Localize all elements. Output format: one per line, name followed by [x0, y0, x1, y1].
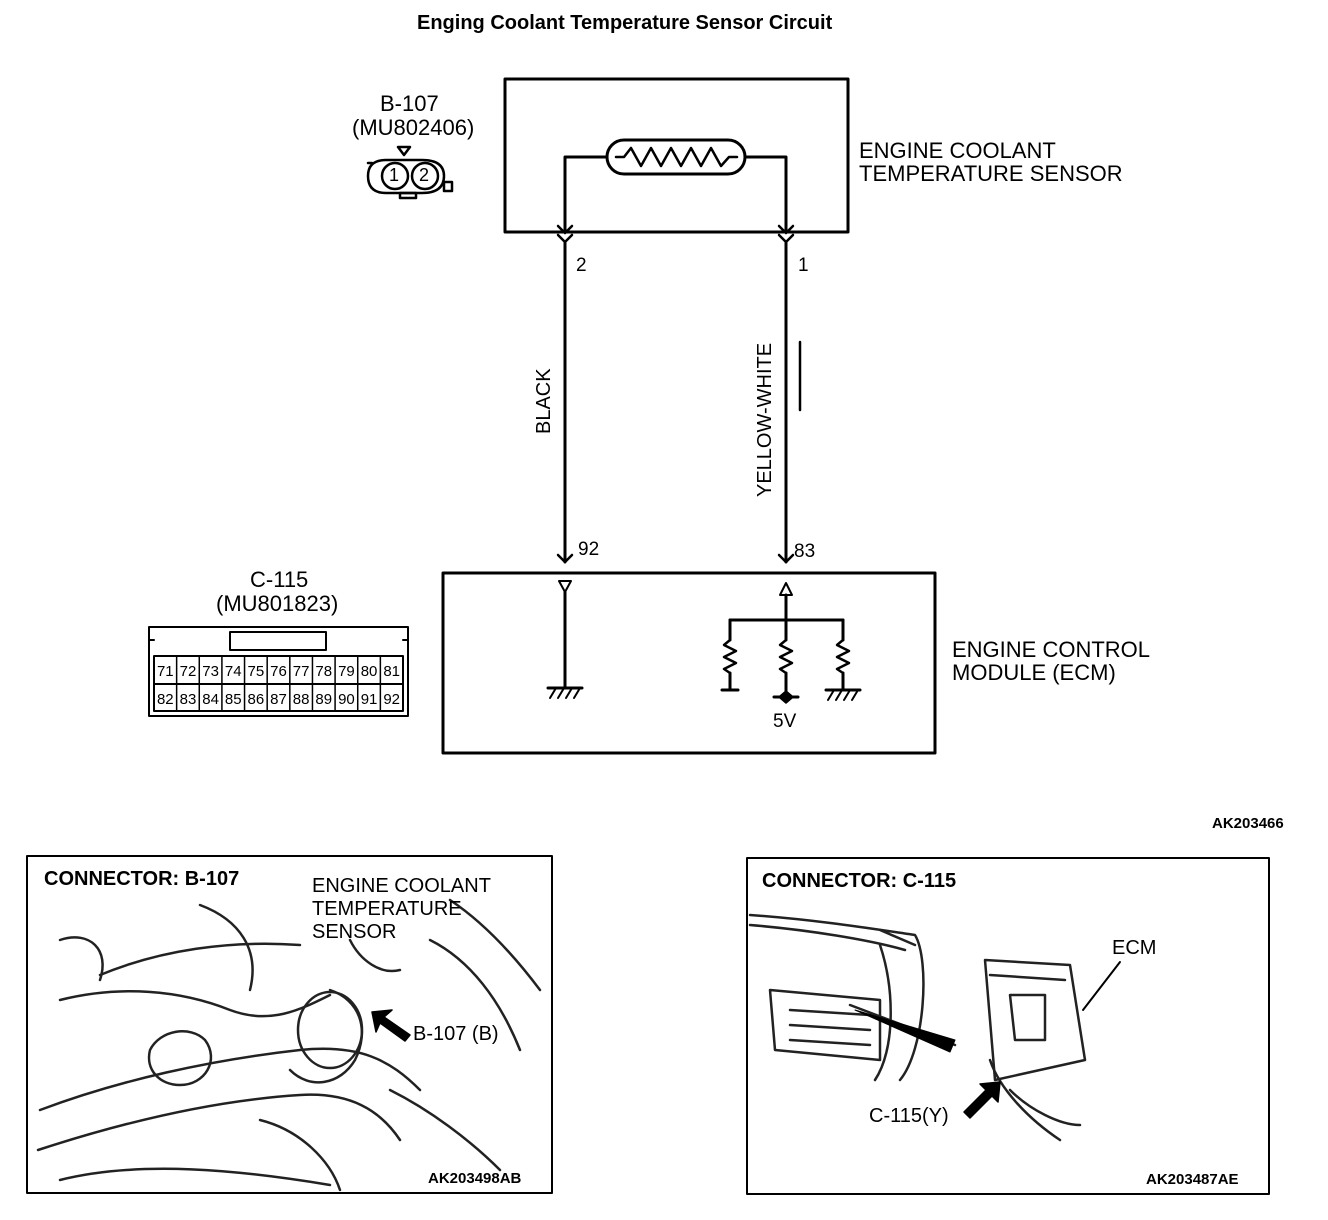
photo-b107-callout-line2: TEMPERATURE — [312, 898, 462, 920]
c115-pointer-arrow — [963, 1081, 1001, 1119]
c115-pin-79: 79 — [338, 663, 355, 680]
black-wire-color-label: BLACK — [533, 368, 555, 434]
yellow-white-wire-color-label: YELLOW-WHITE — [754, 342, 776, 497]
c115-connector-icon — [148, 626, 409, 717]
sensor-connector-id: B-107 — [380, 91, 439, 116]
photo-b107-heading: CONNECTOR: B-107 — [44, 868, 240, 890]
yellow-white-wire-sensor-pin: 1 — [798, 255, 809, 276]
b107-pointer-arrow — [371, 1009, 411, 1042]
photo-c115-frame — [746, 857, 1270, 1195]
ecm-resistor-middle — [778, 638, 794, 675]
c115-pin-77: 77 — [293, 663, 310, 680]
ecm-location-illustration — [748, 913, 1087, 1142]
sensor-connector-pin-2: 2 — [419, 165, 430, 185]
ecm-resistor-right — [835, 638, 851, 675]
c115-pin-72: 72 — [180, 663, 197, 680]
ecm-box — [441, 571, 937, 755]
black-wire-ecm-pin: 92 — [578, 539, 600, 560]
black-wire-sensor-pin: 2 — [576, 255, 587, 276]
pin83-input-symbol — [779, 582, 793, 596]
ecm-pin83-terminal — [777, 553, 795, 564]
c115-pin-89: 89 — [315, 691, 332, 708]
5v-supply-node — [778, 690, 794, 704]
c115-pin-76: 76 — [270, 663, 287, 680]
diagram-code: AK203466 — [1212, 815, 1284, 832]
sensor-connector-part-number: (MU802406) — [352, 115, 475, 140]
photo-b107-code: AK203498AB — [428, 1170, 522, 1187]
c115-pin-74: 74 — [225, 663, 242, 680]
pin92-input-symbol — [558, 580, 572, 593]
c115-pin-84: 84 — [202, 691, 219, 708]
photo-b107-callout-line3: SENSOR — [312, 921, 397, 943]
ecm-label-line2: MODULE (ECM) — [952, 660, 1116, 685]
c115-location-wedge — [854, 1009, 956, 1053]
sensor-internal-wire-right — [743, 155, 788, 234]
ecm-resistor-left — [722, 638, 738, 675]
c115-pin-86: 86 — [248, 691, 265, 708]
c115-pin-91: 91 — [361, 691, 378, 708]
ecm-label-line1: ENGINE CONTROL — [952, 637, 1151, 662]
thermistor-resistor — [614, 146, 739, 168]
c115-pin-82: 82 — [157, 691, 174, 708]
c115-pin-71: 71 — [157, 663, 174, 680]
photo-b107-frame — [26, 855, 553, 1194]
photo-b107-pointer-label: B-107 (B) — [413, 1023, 499, 1045]
ecm-callout-line — [1082, 961, 1121, 1011]
engine-bay-illustration — [36, 898, 542, 1192]
sensor-pin2-terminal — [556, 224, 574, 235]
c115-pin-85: 85 — [225, 691, 242, 708]
diagram-title: Enging Coolant Temperature Sensor Circui… — [417, 12, 833, 34]
photo-c115-pointer-label: C-115(Y) — [869, 1105, 949, 1127]
sensor-box — [503, 77, 850, 234]
photo-b107-callout-line1: ENGINE COOLANT — [312, 875, 491, 897]
b107-connector-icon — [366, 145, 454, 200]
c115-pin-75: 75 — [248, 663, 265, 680]
c115-pin-80: 80 — [361, 663, 378, 680]
sensor-connector-pin-1: 1 — [389, 165, 400, 185]
sensor-internal-wire-left — [563, 155, 609, 234]
photo-c115-heading: CONNECTOR: C-115 — [762, 870, 957, 892]
c115-pin-83: 83 — [180, 691, 197, 708]
c115-pin-87: 87 — [270, 691, 287, 708]
sensor-pin1-terminal — [777, 224, 795, 235]
c115-pin-92: 92 — [383, 691, 400, 708]
sensor-label-line1: ENGINE COOLANT — [859, 138, 1056, 163]
c115-pin-81: 81 — [383, 663, 400, 680]
yellow-white-wire-ecm-pin: 83 — [794, 541, 816, 562]
ecm-pin92-terminal — [556, 553, 574, 564]
ecm-connector-id: C-115 — [250, 567, 309, 592]
sensor-label-line2: TEMPERATURE SENSOR — [859, 161, 1123, 186]
ecm-connector-part-number: (MU801823) — [216, 591, 339, 616]
ecm-5v-supply-label: 5V — [773, 711, 797, 732]
c115-pin-88: 88 — [293, 691, 310, 708]
photo-c115-ecm-label: ECM — [1112, 937, 1157, 959]
c115-pin-73: 73 — [202, 663, 219, 680]
c115-pin-90: 90 — [338, 691, 355, 708]
photo-c115-code: AK203487AE — [1146, 1171, 1239, 1188]
c115-pin-78: 78 — [315, 663, 332, 680]
